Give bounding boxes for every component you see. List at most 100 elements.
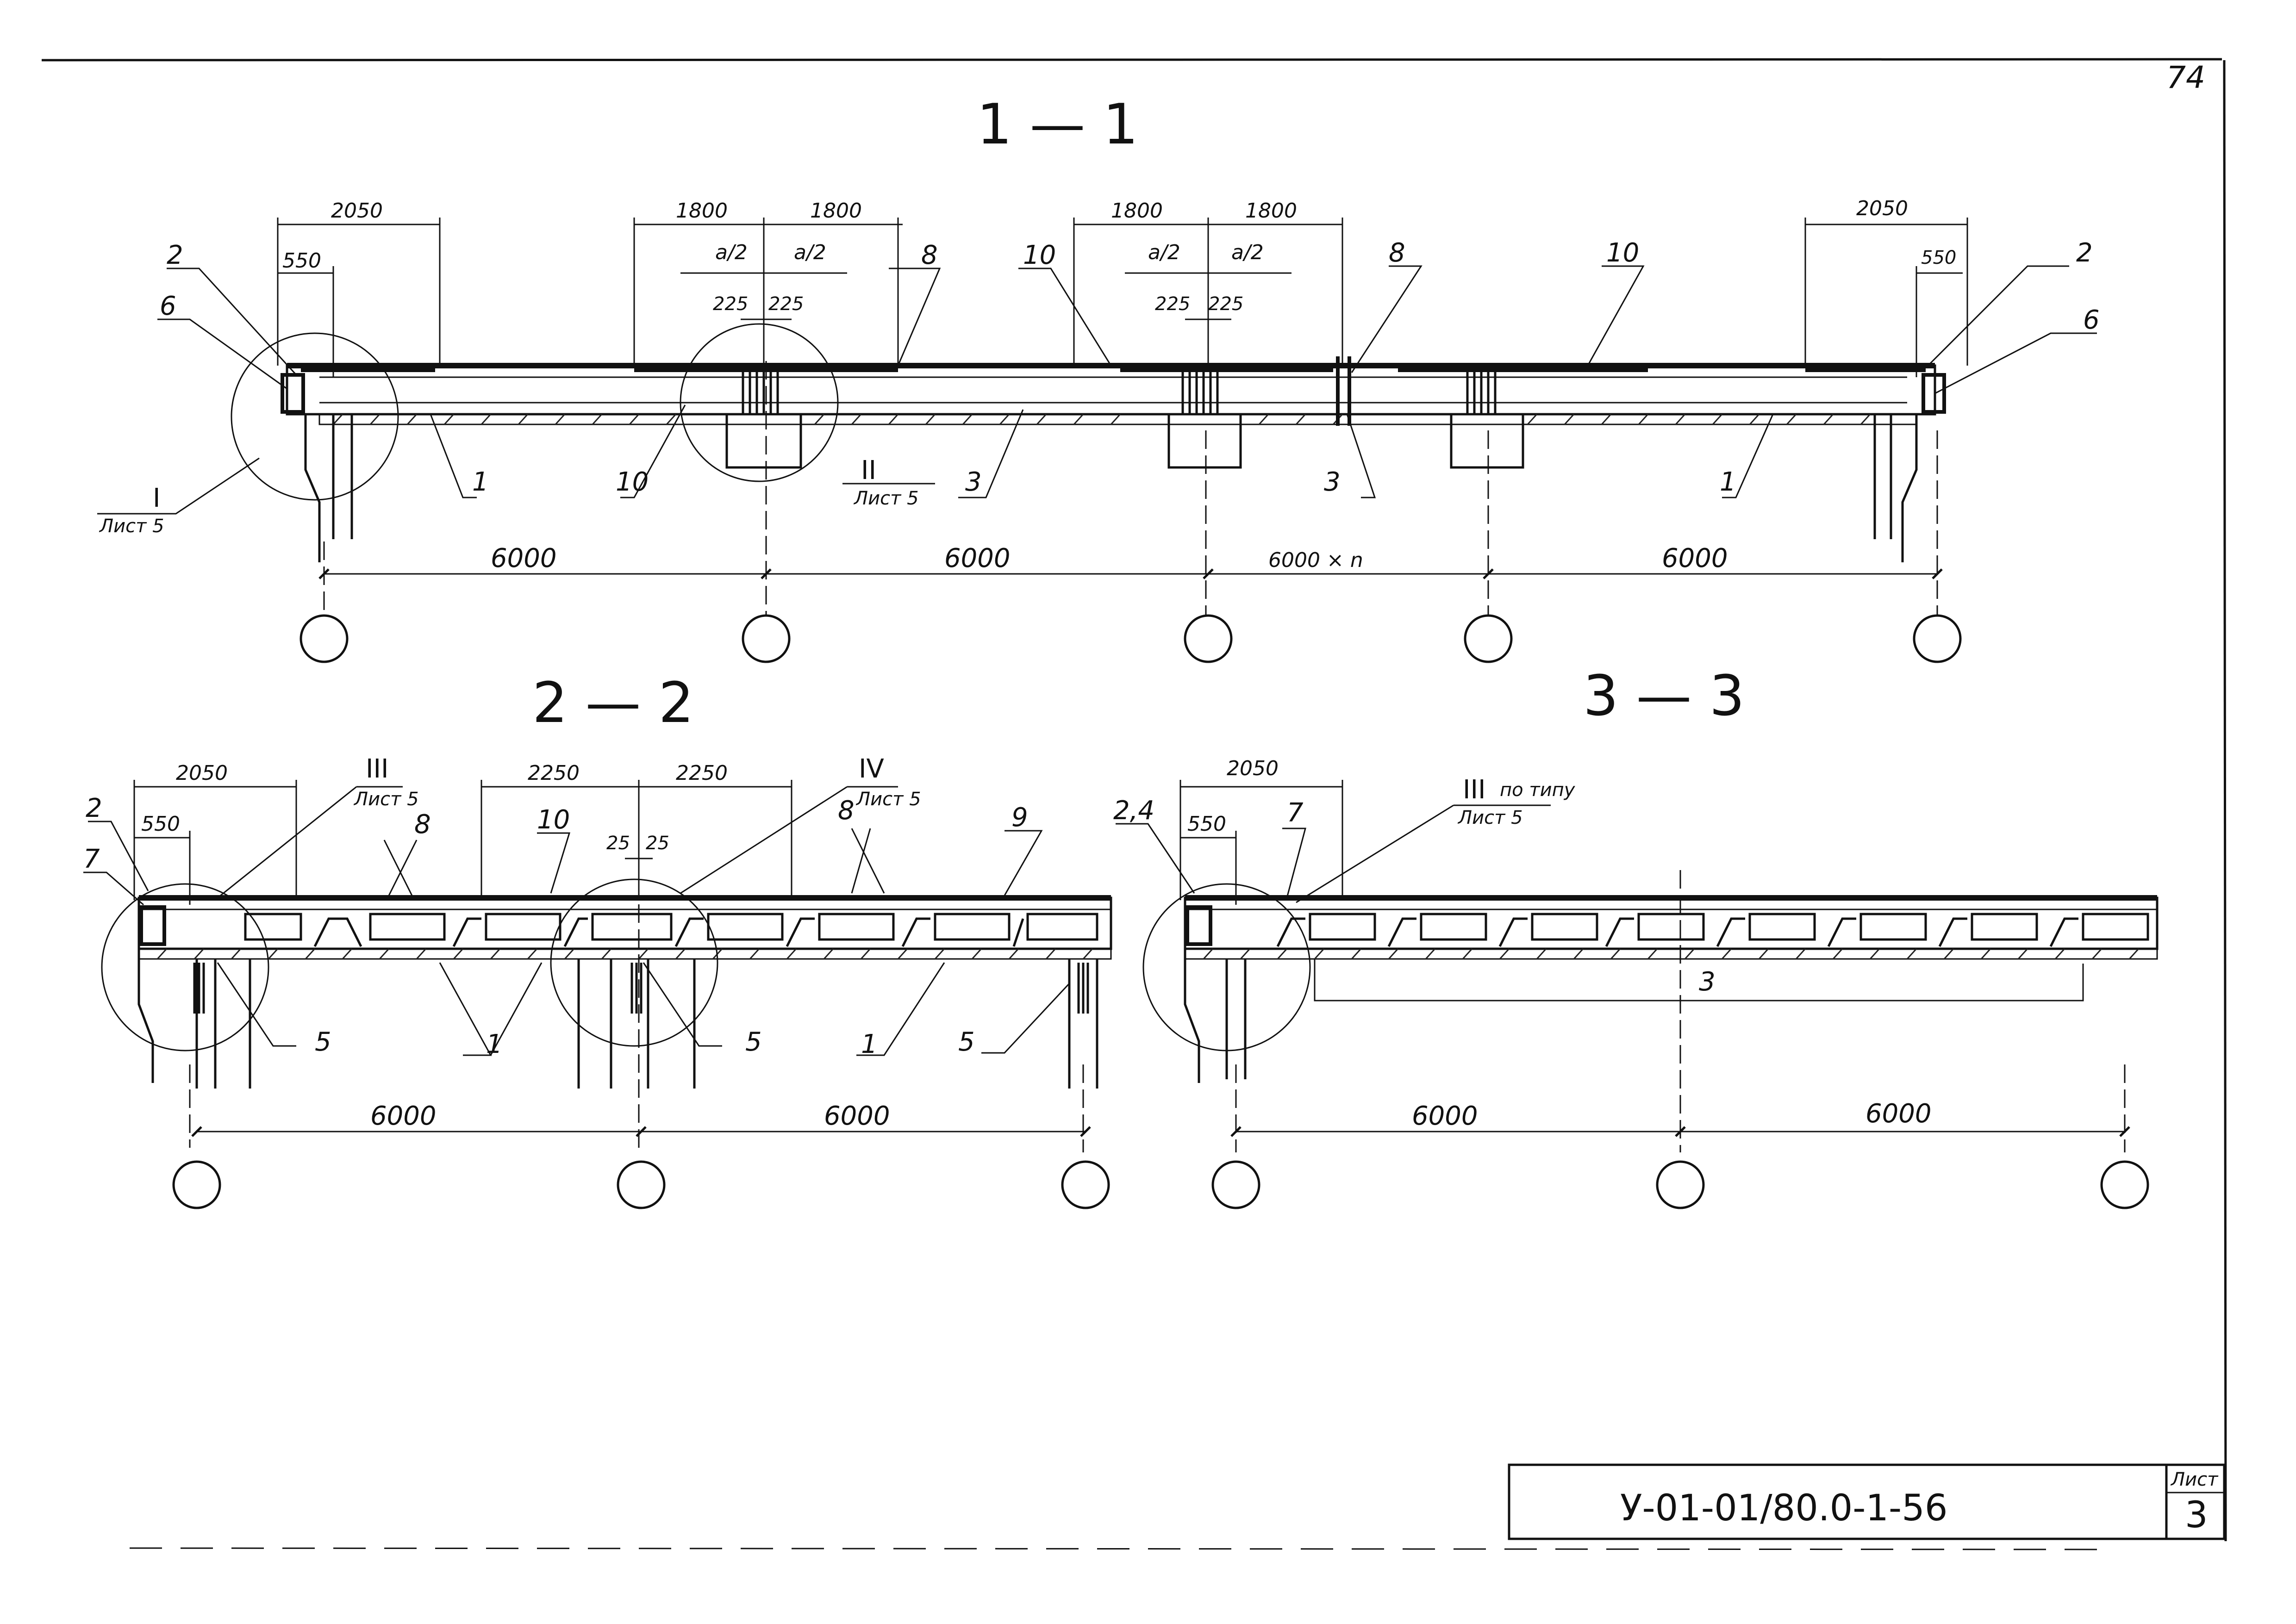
s1-callout-3-a: 3 <box>965 467 982 497</box>
s2-detail-III-sheet: Лист 5 <box>353 789 419 810</box>
s2-detail-circle-IV <box>550 878 718 1047</box>
s2-callout-7: 7 <box>83 844 100 874</box>
s1-axis-bubble-4 <box>1464 614 1513 663</box>
s2-callout-10: 10 <box>537 805 570 835</box>
section-1-1-title: 1 — 1 <box>977 93 1138 157</box>
s1-dim-225-c: 225 <box>1155 293 1190 315</box>
s2-detail-circle-III <box>101 883 269 1052</box>
s1-callout-6-right: 6 <box>2083 305 2100 335</box>
s1-dim-2050-right: 2050 <box>1856 197 1908 220</box>
s2-detail-III-num: III <box>366 754 389 784</box>
s1-callout-8-a: 8 <box>921 240 938 270</box>
s2-dim-25-b: 25 <box>646 833 669 854</box>
s1-hatch <box>332 413 1871 425</box>
s1-axis-bubble-3 <box>1184 614 1233 663</box>
s1-axis-bubble-1 <box>299 614 349 663</box>
sheet-number: 74 <box>2166 60 2205 95</box>
s1-dim-1800-c: 1800 <box>1111 199 1163 223</box>
s1-span-1: 6000 <box>491 543 557 573</box>
s3-ribs <box>1276 913 2149 947</box>
s1-halfspan-2: a/2 <box>794 241 826 264</box>
s1-detail-I-sheet: Лист 5 <box>99 516 164 537</box>
s1-dim-550-right: 550 <box>1921 247 1956 268</box>
s2-callout-8-b: 8 <box>838 796 855 826</box>
s3-callout-2-4: 2,4 <box>1113 796 1154 826</box>
s1-callout-10-c: 10 <box>616 467 649 497</box>
s2-callout-8-a: 8 <box>414 809 431 840</box>
s2-callout-9: 9 <box>1011 803 1028 833</box>
s2-dim-2250-a: 2250 <box>528 761 580 785</box>
s1-axis-bubble-5 <box>1913 614 1962 663</box>
s1-halfspan-1: a/2 <box>715 241 748 264</box>
s2-dim-25-a: 25 <box>606 833 630 854</box>
s1-span-2: 6000 <box>944 543 1011 573</box>
s1-halfspan-3: a/2 <box>1148 241 1180 264</box>
sheet-frame <box>41 58 2227 1550</box>
s3-axis-bubble-3 <box>2100 1160 2149 1209</box>
s1-detail-II-sheet: Лист 5 <box>853 488 919 509</box>
s1-dim-1800-b: 1800 <box>810 199 862 223</box>
s1-detail-circle-II <box>680 323 839 482</box>
section-3-3-title: 3 — 3 <box>1583 664 1745 728</box>
s2-span-1: 6000 <box>370 1101 437 1131</box>
s2-callout-1-a: 1 <box>486 1029 503 1059</box>
s1-dim-225-d: 225 <box>1208 293 1243 315</box>
s3-dim-2050: 2050 <box>1227 757 1279 780</box>
section-2-2-title: 2 — 2 <box>532 671 694 735</box>
s1-span-3: 6000 × n <box>1268 548 1363 572</box>
s2-axis-bubble-1 <box>172 1160 221 1209</box>
s3-span-2: 6000 <box>1866 1099 1932 1129</box>
s3-detail-III-num: III <box>1463 775 1486 805</box>
s1-callout-10-a: 10 <box>1023 240 1056 270</box>
s2-detail-IV-num: IV <box>859 754 884 784</box>
s2-span-2: 6000 <box>824 1101 890 1131</box>
s2-dim-2250-b: 2250 <box>676 761 728 785</box>
s2-callout-5-a: 5 <box>315 1027 331 1057</box>
title-block-code: У-01-01/80.0-1-56 <box>1620 1487 1947 1529</box>
section-1-1: 1 — 1 <box>97 93 2100 663</box>
section-3-3: 3 — 3 6000 6000 2050 550 2,4 7 3 III по … <box>1113 664 2159 1209</box>
s1-detail-circle-I <box>231 332 399 501</box>
s3-detail-circle-III <box>1142 883 1311 1052</box>
s1-callout-1-right: 1 <box>1720 467 1736 497</box>
s1-callout-8-b: 8 <box>1389 238 1405 268</box>
s1-callout-10-b: 10 <box>1606 238 1639 268</box>
s1-axis-bubble-2 <box>742 614 791 663</box>
s3-detail-III-note: по типу <box>1500 779 1576 801</box>
s1-dim-2050-left: 2050 <box>331 199 383 223</box>
s2-callout-5-b: 5 <box>745 1027 762 1057</box>
s2-callout-5-c: 5 <box>958 1027 975 1057</box>
s1-callout-2-right: 2 <box>2076 238 2093 268</box>
s3-axis-bubble-2 <box>1656 1160 1705 1209</box>
s2-dim-2050: 2050 <box>176 761 228 785</box>
s1-dim-225-b: 225 <box>768 293 804 315</box>
s3-dim-550: 550 <box>1187 812 1226 836</box>
section-2-2: 2 — 2 6000 6000 2050 550 2250 2250 25 25 <box>83 671 1112 1209</box>
s1-dim-1800-a: 1800 <box>676 199 728 223</box>
s1-joint-bars <box>742 356 1497 426</box>
s3-span-1: 6000 <box>1412 1101 1478 1131</box>
title-block-sheet-value: 3 <box>2185 1494 2208 1536</box>
s1-callout-2-left: 2 <box>167 240 183 270</box>
s3-axis-bubble-1 <box>1211 1160 1260 1209</box>
title-block: У-01-01/80.0-1-56 Лист 3 <box>1508 1463 2226 1540</box>
s3-callout-3: 3 <box>1699 967 1716 997</box>
s3-callout-7: 7 <box>1287 798 1304 828</box>
s1-dim-1800-d: 1800 <box>1245 199 1297 223</box>
s1-halfspan-4: a/2 <box>1231 241 1264 264</box>
s1-dim-225-a: 225 <box>713 293 748 315</box>
s2-axis-bubble-2 <box>617 1160 666 1209</box>
s2-callout-2: 2 <box>86 793 102 823</box>
s1-dim-550-left: 550 <box>282 249 321 273</box>
title-block-sheet-label: Лист <box>2170 1469 2219 1490</box>
s1-detail-I-num: I <box>153 483 161 513</box>
s1-callout-3-b: 3 <box>1324 467 1341 497</box>
s1-span-4: 6000 <box>1662 543 1728 573</box>
s1-detail-II-num: II <box>861 455 876 485</box>
s2-axis-bubble-3 <box>1061 1160 1110 1209</box>
s2-detail-IV-sheet: Лист 5 <box>855 789 921 810</box>
s1-callout-6-left: 6 <box>160 291 176 321</box>
s2-ribs <box>244 913 1098 947</box>
s2-dim-550: 550 <box>141 812 180 836</box>
